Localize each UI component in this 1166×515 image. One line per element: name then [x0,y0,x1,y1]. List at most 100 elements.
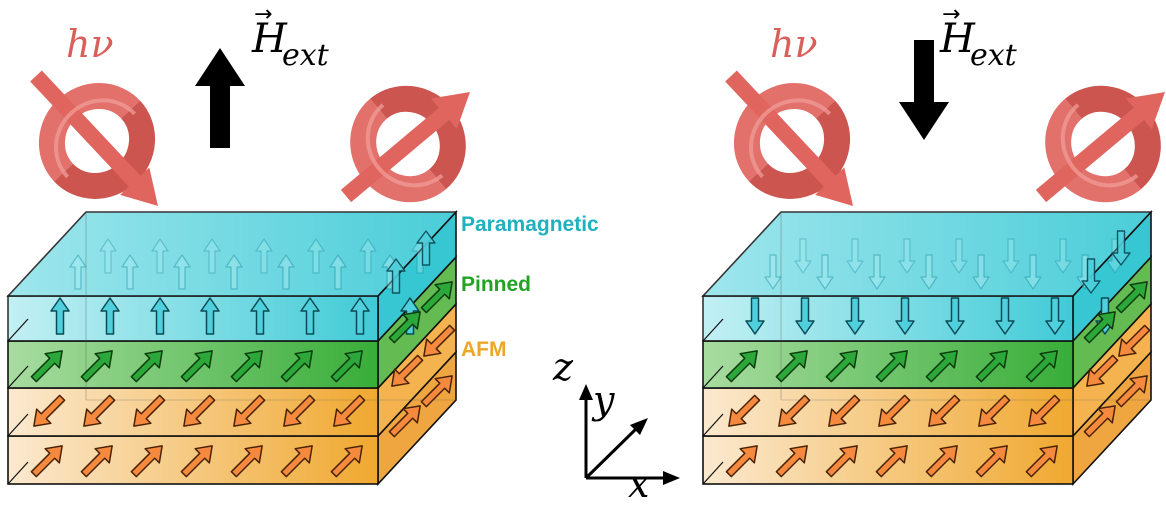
afm-spin-arrow [1025,445,1058,478]
paramagnetic-spin-arrow [416,230,436,266]
external-field-arrow-down [899,40,949,140]
paramagnetic-spin-arrow [846,238,864,274]
layer-label-pinned: Pinned [461,273,532,296]
paramagnetic-spin-arrow [250,297,270,335]
pinned-spin-arrow [130,350,163,383]
photon-helix-highlight [749,98,832,179]
paramagnetic-spin-arrow [795,297,815,335]
layer-edge [7,365,29,389]
field-subscript: ext [970,38,1017,73]
afm-spin-arrow [233,394,266,427]
x-axis-arrowhead [663,471,680,485]
photon-helix-highlight [1060,103,1139,188]
outgoing-photon [340,85,470,203]
paramagnetic-layer-top [6,211,458,297]
afm-spin-arrow [80,445,113,478]
paramagnetic-spin-arrow [277,254,295,290]
photon-helix-front [350,98,446,203]
field-vector-arrow: → [254,2,273,27]
paramagnetic-spin-arrow [50,297,70,335]
afm-spin-arrow [388,405,421,438]
paramagnetic-layer-top [701,211,1153,297]
paramagnetic-spin-arrow [255,238,273,274]
paramagnetic-spin-arrow [69,254,87,290]
paramagnetic-spin-arrow [1111,230,1131,266]
z-axis-arrowhead [579,384,593,400]
paramagnetic-spin-arrow [203,238,221,274]
outgoing-photon [1035,85,1165,203]
axis-label-x: x [628,462,650,506]
afm-spin-arrow [1115,375,1148,408]
paramagnetic-spin-arrow [868,254,886,290]
afm-spin-arrow [330,445,363,478]
pinned-spin-arrow [875,350,908,383]
layer-edge [702,365,724,389]
pinned-spin-arrow [825,350,858,383]
paramagnetic-spin-arrow [121,254,139,290]
incoming-photon [725,70,853,207]
afm-spin-arrow [180,445,213,478]
afm-spin-arrow [1118,324,1151,357]
paramagnetic-spin-arrow [329,254,347,290]
pinned-spin-arrow [925,350,958,383]
afm-spin-arrow [878,394,911,427]
pinned-spin-arrow [975,350,1008,383]
afm-spin-arrow [825,445,858,478]
paramagnetic-spin-arrow [1081,258,1101,294]
afm-spin-arrow [423,324,456,357]
afm-spin-arrow [725,445,758,478]
afm-spin-arrow [1086,354,1119,387]
layer-edge [7,413,29,437]
afm-spin-arrow [33,394,66,427]
pinned-spin-arrow [1025,350,1058,383]
paramagnetic-spin-arrow [764,254,782,290]
paramagnetic-layer-front [7,295,379,342]
pinned-spin-arrow [1083,311,1116,344]
afm-spin-arrow [928,394,961,427]
afm-spin-arrow [978,394,1011,427]
pinned-spin-arrow [230,350,263,383]
afm-spin-arrow [333,394,366,427]
afm-spin-arrow [1083,405,1116,438]
paramagnetic-spin-arrow [920,254,938,290]
layer-edge [702,461,724,485]
incoming-photon [30,70,158,207]
afm-spin-arrow [728,394,761,427]
layer-edge [7,461,29,485]
afm-spin-arrow [133,394,166,427]
pinned-spin-arrow [420,281,453,314]
photon-label-right: hν [770,22,818,66]
pinned-spin-arrow [180,350,213,383]
afm-spin-arrow [130,445,163,478]
panel-field-down [701,40,1165,487]
pinned-spin-arrow [775,350,808,383]
afm-spin-arrow [420,375,453,408]
photon-helix-front [1045,98,1141,203]
paramagnetic-spin-arrow [300,297,320,335]
pinned-spin-arrow [330,350,363,383]
photon-helix-highlight [365,103,444,188]
paramagnetic-spin-arrow [1024,254,1042,290]
layer-label-paramagnetic: Paramagnetic [461,213,599,236]
afm-spin-arrow [975,445,1008,478]
afm-spin-arrow [280,445,313,478]
photon-label-left: hν [66,22,114,66]
afm-spin-arrow [875,445,908,478]
afm-spin-arrow [283,394,316,427]
paramagnetic-spin-arrow [945,297,965,335]
paramagnetic-spin-arrow [1002,238,1020,274]
paramagnetic-spin-arrow [794,238,812,274]
afm-spin-arrow [1028,394,1061,427]
coordinate-axes [579,384,680,485]
pinned-spin-arrow [80,350,113,383]
paramagnetic-spin-arrow [100,297,120,335]
photon-helix-front [38,83,141,182]
afm-spin-arrow [778,394,811,427]
external-field-arrow-up [195,48,245,148]
paramagnetic-spin-arrow [359,238,377,274]
paramagnetic-spin-arrow [200,297,220,335]
pinned-spin-arrow [1115,281,1148,314]
paramagnetic-spin-arrow [895,297,915,335]
paramagnetic-spin-arrow [745,297,765,335]
